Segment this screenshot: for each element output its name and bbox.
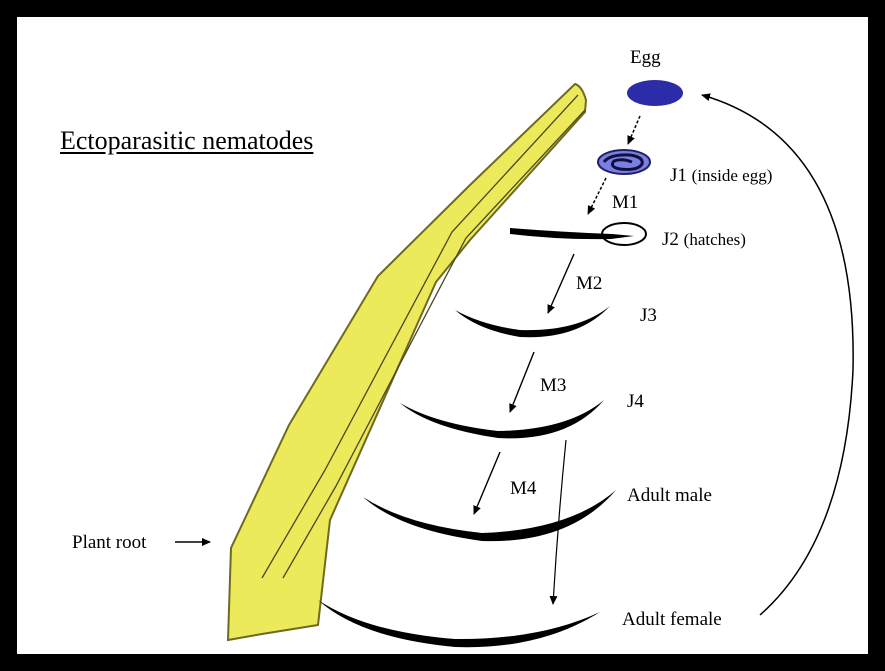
egg-to-j1-arrow bbox=[628, 116, 640, 144]
j2-label-note: (hatches) bbox=[684, 230, 746, 249]
j1-label-stage: J1 bbox=[670, 165, 687, 186]
j1-label-note: (inside egg) bbox=[692, 166, 773, 185]
m4-label: M4 bbox=[510, 479, 536, 498]
adult-female-label: Adult female bbox=[622, 610, 722, 629]
diagram-title: Ectoparasitic nematodes bbox=[60, 128, 313, 154]
j1-label: J1 (inside egg) bbox=[670, 166, 772, 185]
j2-label: J2 (hatches) bbox=[662, 230, 746, 249]
m2-arrow bbox=[548, 254, 574, 313]
j2-nematode bbox=[510, 228, 634, 239]
m2-label: M2 bbox=[576, 274, 602, 293]
egg-label: Egg bbox=[630, 48, 661, 67]
m3-arrow bbox=[510, 352, 534, 412]
m1-label: M1 bbox=[612, 193, 638, 212]
adult-female-nematode bbox=[318, 600, 600, 647]
adult-male-nematode bbox=[363, 490, 616, 541]
j1-to-j2-arrow bbox=[588, 178, 606, 214]
m4-arrow bbox=[474, 452, 500, 514]
adult-male-label: Adult male bbox=[627, 486, 712, 505]
j3-nematode bbox=[455, 306, 610, 337]
j2-label-stage: J2 bbox=[662, 229, 679, 250]
j4-label: J4 bbox=[627, 392, 644, 411]
m3-label: M3 bbox=[540, 376, 566, 395]
j4-nematode bbox=[400, 400, 604, 438]
plant-root-label: Plant root bbox=[72, 533, 146, 552]
egg-shape bbox=[627, 80, 683, 106]
j3-label: J3 bbox=[640, 306, 657, 325]
